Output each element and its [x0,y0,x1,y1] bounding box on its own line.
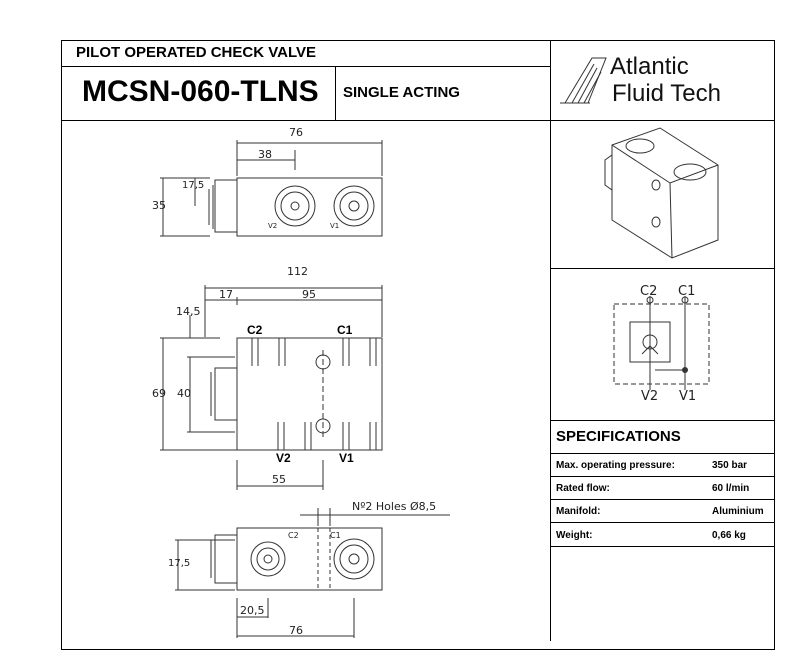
spec-rule-1 [550,476,775,477]
spec-rule-2 [550,499,775,500]
spec-value: 0,66 kg [712,530,746,541]
specs-title: SPECIFICATIONS [556,428,681,445]
title-divider [550,40,551,641]
schematic-c1: C1 [678,284,696,299]
iso-rule [550,268,775,269]
header-rule-1 [61,66,550,67]
schematic-c2: C2 [640,284,658,299]
model-number: MCSN-060-TLNS [82,75,319,108]
acting-mode: SINGLE ACTING [343,84,460,101]
dim-front-left-offset: 17 [219,288,233,301]
dim-front-length: 112 [287,265,308,278]
label-top-v2: V2 [268,222,278,230]
label-front-c1: C1 [337,323,353,337]
dim-bottom-left: 20,5 [240,604,265,617]
dim-top-width: 76 [289,126,303,139]
dim-bottom-holes: Nº2 Holes Ø8,5 [352,500,437,513]
model-divider [335,66,336,120]
spec-rule-0 [550,453,775,454]
dim-front-top-offset: 14,5 [176,305,201,318]
spec-rule-4 [550,546,775,547]
label-front-v2: V2 [276,451,291,465]
spec-label: Weight: [556,530,593,541]
spec-label: Rated flow: [556,483,610,494]
dim-front-inner: 95 [302,288,316,301]
schema-rule [550,420,775,421]
product-subtitle: PILOT OPERATED CHECK VALVE [76,44,317,61]
spec-label: Manifold: [556,506,601,517]
spec-rule-3 [550,522,775,523]
label-bottom-c2: C2 [288,531,299,540]
spec-value: Aluminium [712,506,764,517]
schematic-v2: V2 [641,389,659,404]
dim-front-total-height: 69 [152,387,166,400]
schematic-v1: V1 [679,389,697,404]
spec-value: 350 bar [712,460,748,471]
spec-value: 60 l/min [712,483,750,494]
header-rule-2 [61,120,775,121]
logo-text-2: Fluid Tech [612,80,721,107]
label-bottom-c1: C1 [330,531,341,540]
dim-bottom-width: 76 [289,624,303,637]
spec-label: Max. operating pressure: [556,460,675,471]
dim-front-mid-height: 40 [177,387,191,400]
label-front-c2: C2 [247,323,263,337]
logo-text-1: Atlantic [610,53,689,80]
dim-top-half: 38 [258,148,272,161]
label-front-v1: V1 [339,451,354,465]
dim-front-bottom-width: 55 [272,473,286,486]
dim-bottom-port: 17,5 [168,558,191,569]
dim-top-height: 35 [152,199,166,212]
dim-top-port: 17,5 [182,180,205,191]
label-top-v1: V1 [330,222,340,230]
